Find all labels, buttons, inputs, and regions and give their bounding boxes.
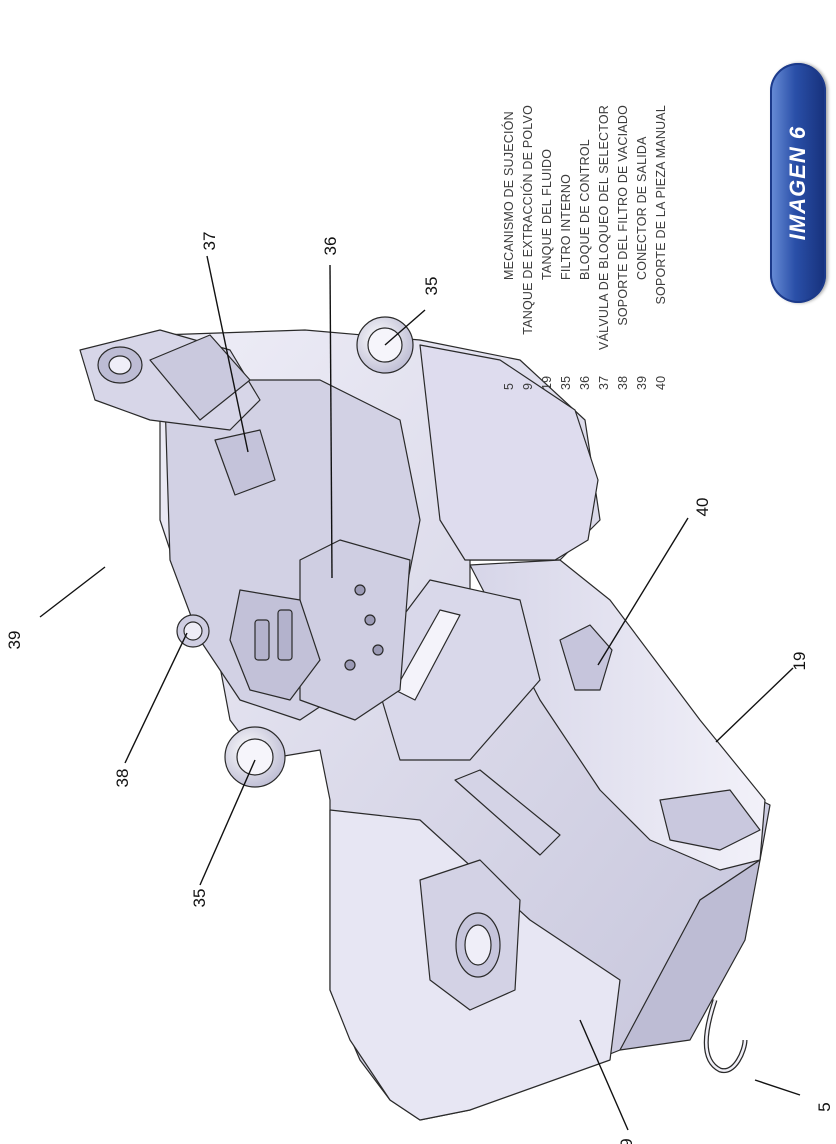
callout-35-bottom: 35	[190, 889, 209, 908]
legend-text: SOPORTE DE LA PIEZA MANUAL	[654, 105, 668, 305]
legend-text: MECANISMO DE SUJECIÓN	[502, 111, 516, 280]
legend-row: 40 SOPORTE DE LA PIEZA MANUAL	[652, 105, 671, 390]
leader-35-top	[384, 309, 426, 346]
callout-39: 39	[5, 631, 24, 650]
legend-num: 35	[559, 375, 573, 390]
legend-row: 39 CONECTOR DE SALIDA	[633, 105, 652, 390]
legend-row: 35 FILTRO INTERNO	[557, 105, 576, 390]
callout-35-top: 35	[422, 277, 441, 296]
leader-35-bottom	[199, 759, 256, 886]
callout-36: 36	[321, 237, 340, 256]
legend-row: 5 MECANISMO DE SUJECIÓN	[500, 105, 519, 390]
leader-36	[329, 264, 333, 579]
callout-37: 37	[200, 232, 219, 251]
legend-row: 37 VÁLVULA DE BLOQUEO DEL SELECTOR	[595, 105, 614, 390]
legend-num: 9	[521, 382, 535, 390]
legend-num: 37	[597, 375, 611, 390]
legend-text: VÁLVULA DE BLOQUEO DEL SELECTOR	[597, 105, 611, 350]
parts-legend: 5 MECANISMO DE SUJECIÓN 9 TANQUE DE EXTRAC…	[500, 105, 720, 390]
figure-badge-label: IMAGEN 6	[785, 125, 810, 241]
leader-37	[206, 255, 249, 453]
callout-5: 5	[815, 1102, 834, 1111]
legend-text: FILTRO INTERNO	[559, 173, 573, 280]
legend-num: 5	[502, 382, 516, 390]
legend-num: 38	[616, 375, 630, 390]
legend-row: 38 SOPORTE DEL FILTRO DE VACIADO	[614, 105, 633, 390]
legend-text: TANQUE DEL FLUIDO	[540, 148, 554, 280]
callout-9: 9	[617, 1138, 636, 1144]
leader-lines	[39, 255, 801, 1131]
legend-num: 39	[635, 375, 649, 390]
leader-9	[579, 1019, 629, 1131]
legend-text: SOPORTE DEL FILTRO DE VACIADO	[616, 105, 630, 326]
legend-row: 36 BLOQUE DE CONTROL	[576, 105, 595, 390]
callout-numbers: 37 36 35 39 40 19 38 35 5 9	[5, 232, 834, 1144]
figure-badge: IMAGEN 6	[770, 63, 826, 303]
machine-housing	[79, 316, 771, 1121]
leader-39	[39, 566, 106, 618]
legend-text: TANQUE DE EXTRACCIÓN DE POLVO	[521, 105, 535, 335]
callout-19: 19	[790, 652, 809, 671]
legend-num: 19	[540, 375, 554, 390]
legend-row: 19 TANQUE DEL FLUIDO	[538, 105, 557, 390]
leader-5	[754, 1079, 801, 1096]
legend-text: CONECTOR DE SALIDA	[635, 136, 649, 280]
legend-num: 40	[654, 375, 668, 390]
legend-row: 9 TANQUE DE EXTRACCIÓN DE POLVO	[519, 105, 538, 390]
leader-19	[715, 667, 794, 743]
legend-num: 36	[578, 375, 592, 390]
callout-40: 40	[693, 498, 712, 517]
leader-38	[124, 632, 188, 764]
legend-text: BLOQUE DE CONTROL	[578, 139, 592, 280]
callout-38: 38	[113, 769, 132, 788]
leader-40	[597, 517, 689, 666]
